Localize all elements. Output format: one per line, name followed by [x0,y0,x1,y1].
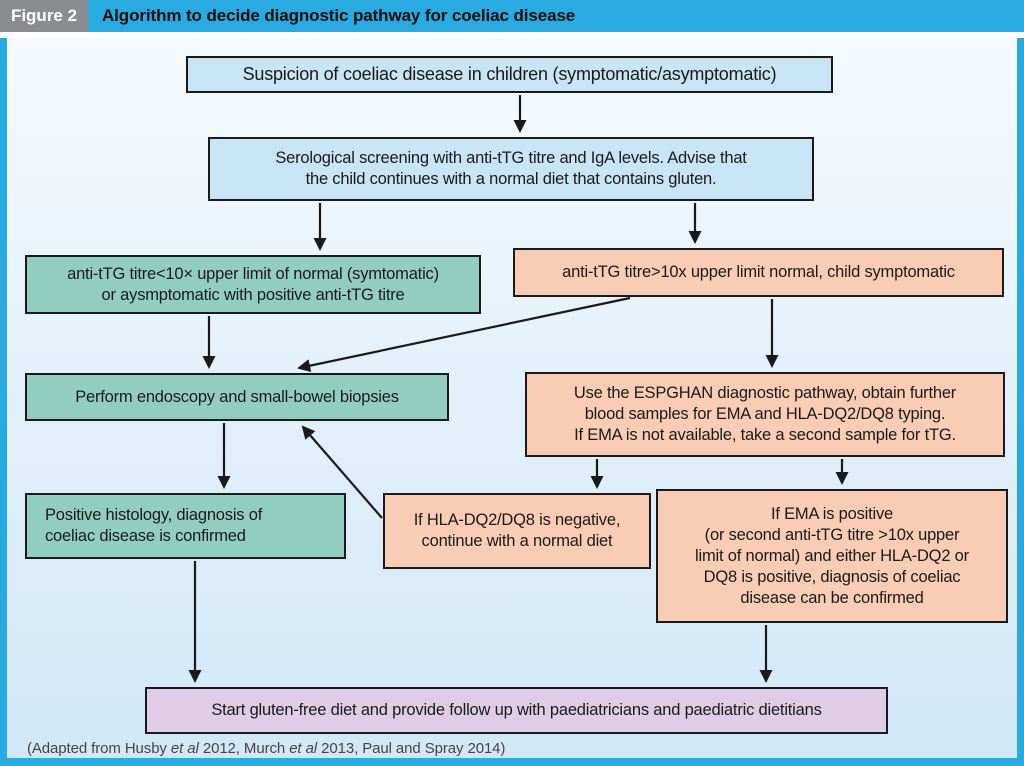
footer-text-1: (Adapted from Husby [27,740,171,757]
header-bar: Figure 2 Algorithm to decide diagnostic … [0,0,1024,32]
node-histology: Positive histology, diagnosis of coeliac… [25,493,346,559]
node-endoscopy: Perform endoscopy and small-bowel biopsi… [25,373,449,421]
footer-citation: (Adapted from Husby et al 2012, Murch et… [27,740,505,757]
figure-label: Figure 2 [0,0,88,32]
node-ttg-low: anti-tTG titre<10× upper limit of normal… [25,255,481,314]
node-ema-positive: If EMA is positive (or second anti-tTG t… [656,489,1008,623]
node-hla-negative: If HLA-DQ2/DQ8 is negative, continue wit… [383,493,651,569]
node-gluten-free: Start gluten-free diet and provide follo… [145,687,888,734]
footer-etal-1: et al [170,740,199,757]
node-suspicion: Suspicion of coeliac disease in children… [186,56,833,93]
footer-etal-2: et al [289,740,318,757]
node-ttg-high: anti-tTG titre>10x upper limit normal, c… [513,248,1004,297]
footer-text-2: 2012, Murch [198,740,290,757]
header-divider [0,32,1024,38]
footer-text-3: 2013, Paul and Spray 2014) [317,740,506,757]
node-serology: Serological screening with anti-tTG titr… [208,137,814,201]
figure-title: Algorithm to decide diagnostic pathway f… [102,6,576,25]
node-espghan: Use the ESPGHAN diagnostic pathway, obta… [525,372,1005,457]
